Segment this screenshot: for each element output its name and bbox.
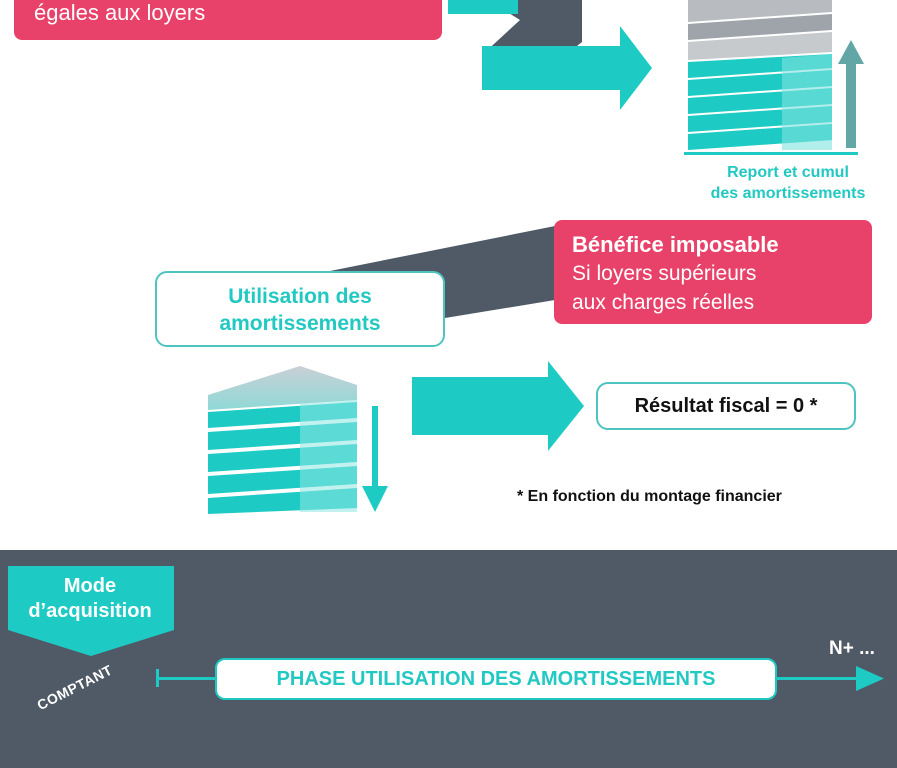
top-box-text: égales aux loyers — [34, 0, 206, 25]
report-line2: des amortissements — [710, 185, 866, 202]
teal-arrow-middle — [412, 361, 584, 451]
mode-line1: Mode — [63, 575, 117, 597]
up-arrow — [838, 40, 864, 148]
mode-line2: d’acquisition — [28, 600, 152, 622]
benefice-box: Bénéfice imposable Si loyers supérieurs … — [554, 220, 872, 324]
down-arrow — [362, 406, 388, 512]
resultat-box: Résultat fiscal = 0 * — [596, 382, 856, 430]
timeline-arrowhead — [856, 666, 884, 691]
building-stack-top — [684, 0, 858, 155]
teal-bar-top — [448, 0, 518, 14]
benefice-title: Bénéfice imposable — [572, 232, 779, 257]
top-pink-box: égales aux loyers — [14, 0, 442, 40]
utilisation-line1: Utilisation des — [228, 285, 372, 308]
period-label: N+ ... — [829, 638, 875, 659]
teal-arrow-top — [482, 26, 652, 110]
timeline-start-tick — [156, 669, 159, 687]
benefice-line2: aux charges réelles — [572, 291, 755, 314]
mode-tab — [8, 566, 174, 656]
mode-acquisition-label: Mode d’acquisition — [8, 574, 172, 624]
utilisation-box: Utilisation des amortissements — [155, 271, 445, 347]
report-line1: Report et cumul — [727, 164, 849, 181]
benefice-line1: Si loyers supérieurs — [572, 262, 757, 285]
utilisation-line2: amortissements — [219, 312, 381, 335]
timeline-start-line — [158, 677, 216, 680]
report-label: Report et cumul des amortissements — [690, 162, 886, 204]
diagonal-band-middle — [325, 226, 555, 318]
building-stack-bottom — [208, 366, 357, 514]
footnote: * En fonction du montage financier — [517, 488, 782, 505]
phase-box: PHASE UTILISATION DES AMORTISSEMENTS — [215, 658, 777, 700]
timeline-end-line — [777, 677, 859, 680]
resultat-text: Résultat fiscal = 0 * — [634, 395, 818, 417]
